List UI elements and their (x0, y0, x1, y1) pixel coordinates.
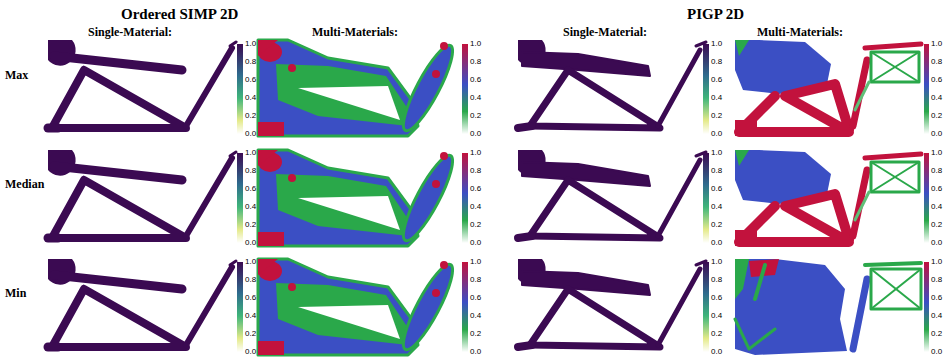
colorbar-tick: 1.0 (470, 258, 481, 266)
colorbar-tick: 0.4 (245, 94, 256, 102)
colorbar-tick: 1.0 (470, 149, 481, 157)
colorbar-tick: 0.6 (470, 185, 481, 193)
colorbar-tick: 0.6 (931, 294, 942, 302)
colorbar-tick: 0.8 (711, 276, 722, 284)
colorbar-tick: 0.6 (711, 76, 722, 84)
colorbar-tick: 0.6 (711, 294, 722, 302)
panel-title: Ordered SIMP 2D (121, 6, 238, 23)
colorbar-tick: 0.0 (931, 348, 942, 356)
colorbar-tick: 0.8 (711, 167, 722, 175)
colorbar-tick: 0.8 (470, 276, 481, 284)
colorbar-tick: 0.6 (470, 294, 481, 302)
colorbar-tick: 1.0 (711, 258, 722, 266)
row-label: Max (5, 68, 28, 83)
colorbar-tick: 0.4 (931, 312, 942, 320)
colorbar-tick: 0.2 (711, 330, 722, 338)
colorbar-tick: 0.8 (931, 58, 942, 66)
colorbar-tick: 0.2 (245, 221, 256, 229)
colorbar-tick: 0.6 (931, 185, 942, 193)
column-heading: Single-Material: (88, 25, 172, 40)
colorbar-tick: 0.0 (245, 239, 256, 247)
colorbar-tick: 0.4 (711, 312, 722, 320)
colorbar-tick: 0.8 (245, 58, 256, 66)
colorbar-tick: 0.0 (711, 239, 722, 247)
colorbar-tick: 0.4 (245, 312, 256, 320)
colorbar-tick: 0.6 (245, 185, 256, 193)
colorbar-tick: 0.8 (470, 167, 481, 175)
row-label: Median (5, 177, 44, 192)
colorbar-tick: 1.0 (245, 149, 256, 157)
colorbar-tick: 0.2 (711, 221, 722, 229)
colorbar-tick: 0.4 (711, 203, 722, 211)
colorbar-tick: 0.4 (470, 203, 481, 211)
colorbar-tick: 0.6 (470, 76, 481, 84)
colorbar-tick: 0.8 (470, 58, 481, 66)
colorbar-tick: 0.4 (245, 203, 256, 211)
colorbar-tick: 0.0 (931, 130, 942, 138)
colorbar-tick: 0.0 (711, 348, 722, 356)
colorbar-tick: 0.2 (931, 330, 942, 338)
colorbar-tick: 1.0 (931, 258, 942, 266)
colorbar-tick: 1.0 (470, 40, 481, 48)
colorbar-tick: 0.0 (245, 348, 256, 356)
colorbar-tick: 0.2 (245, 330, 256, 338)
colorbar-tick: 0.4 (470, 94, 481, 102)
colorbar-tick: 1.0 (245, 40, 256, 48)
colorbar-tick: 0.0 (245, 130, 256, 138)
colorbar-tick: 0.2 (931, 112, 942, 120)
column-heading: Multi-Materials: (312, 25, 398, 40)
colorbar-tick: 0.6 (931, 76, 942, 84)
colorbar-tick: 0.0 (711, 130, 722, 138)
colorbar-tick: 0.0 (470, 130, 481, 138)
colorbar-tick: 0.2 (711, 112, 722, 120)
colorbar-tick: 0.0 (931, 239, 942, 247)
colorbar-tick: 0.8 (931, 276, 942, 284)
row-label: Min (5, 286, 26, 301)
colorbar-tick: 0.2 (470, 112, 481, 120)
colorbar-tick: 0.8 (711, 58, 722, 66)
colorbar-tick: 0.4 (470, 312, 481, 320)
colorbar-tick: 0.6 (711, 185, 722, 193)
colorbar-tick: 1.0 (931, 149, 942, 157)
colorbar-tick: 1.0 (711, 40, 722, 48)
column-heading: Single-Material: (563, 25, 647, 40)
colorbar-tick: 0.6 (245, 76, 256, 84)
colorbar-tick: 0.2 (245, 112, 256, 120)
colorbar-tick: 0.2 (470, 330, 481, 338)
colorbar-tick: 0.0 (470, 348, 481, 356)
colorbar-tick: 0.6 (245, 294, 256, 302)
colorbar-tick: 0.8 (245, 167, 256, 175)
colorbar-tick: 0.8 (931, 167, 942, 175)
colorbar-tick: 0.4 (931, 94, 942, 102)
colorbar-tick: 1.0 (931, 40, 942, 48)
colorbar-tick: 0.0 (470, 239, 481, 247)
colorbar-tick: 1.0 (245, 258, 256, 266)
colorbar-tick: 0.4 (931, 203, 942, 211)
colorbar-tick: 0.2 (470, 221, 481, 229)
colorbar-tick: 0.8 (245, 276, 256, 284)
colorbar-tick: 0.4 (711, 94, 722, 102)
colorbar-tick: 0.2 (931, 221, 942, 229)
panel-title: PIGP 2D (687, 6, 744, 23)
column-heading: Multi-Materials: (757, 25, 843, 40)
colorbar-tick: 1.0 (711, 149, 722, 157)
